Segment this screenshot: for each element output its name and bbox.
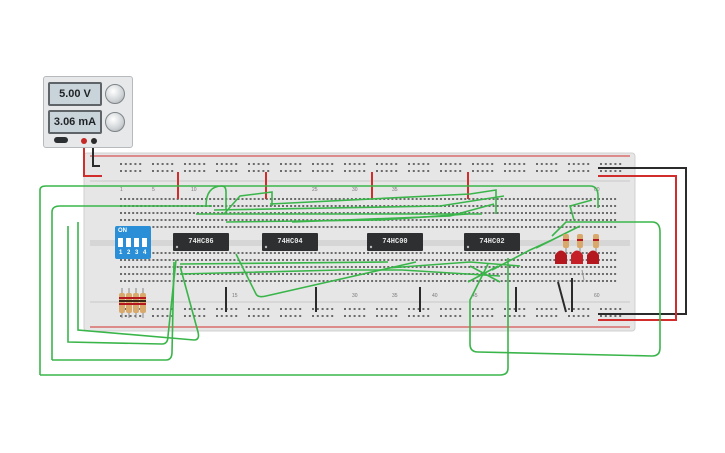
led-2 (571, 250, 583, 264)
power-switch[interactable] (54, 137, 68, 143)
dip-number-1: 1 (119, 250, 123, 256)
chip-74hc00 (367, 233, 423, 251)
col-num-bottom-60: 60 (594, 293, 600, 299)
center-channel (90, 240, 630, 246)
chip-74hc02 (464, 233, 520, 251)
green-wire-top-7 (291, 203, 495, 223)
col-num-top-25: 25 (312, 187, 318, 193)
green-wire-left-3 (67, 226, 177, 345)
power-wire-black[interactable] (92, 142, 100, 167)
green-wire-top-2 (223, 191, 273, 215)
col-num-top-1: 1 (120, 187, 123, 193)
col-num-bottom-40: 40 (432, 293, 438, 299)
chip-label-74hc00: 74HC00 (382, 238, 408, 246)
green-wire-top-1 (205, 185, 599, 208)
green-wire-top-3 (269, 189, 497, 214)
col-num-top-35: 35 (392, 187, 398, 193)
led-3 (587, 250, 599, 264)
green-wires[interactable] (39, 185, 661, 376)
green-wire-outer-loop (39, 185, 227, 375)
negative-terminal[interactable] (91, 138, 97, 144)
col-num-bottom-15: 15 (232, 293, 238, 299)
resistor-bank-left[interactable] (119, 288, 146, 318)
power-supply[interactable]: 5.00 V 3.06 mA (43, 76, 133, 148)
green-wire-left-2 (51, 205, 212, 360)
green-wire-left-2b (52, 261, 175, 361)
dip-number-3: 3 (135, 250, 139, 256)
green-wire-mid-1 (235, 253, 417, 298)
green-wire-left-4 (77, 222, 200, 341)
current-display: 3.06 mA (48, 110, 102, 134)
dip-number-4: 4 (143, 250, 147, 256)
ic-chips[interactable] (173, 233, 520, 251)
green-wire-top-4 (213, 195, 505, 211)
rail-wire-red-right[interactable] (598, 175, 677, 321)
col-num-top-30: 30 (352, 187, 358, 193)
current-knob[interactable] (105, 112, 125, 132)
col-num-top-10: 10 (191, 187, 197, 193)
green-wire-right-4 (491, 239, 553, 271)
green-wire-mid-2 (179, 261, 389, 265)
chip-74hc86 (173, 233, 229, 251)
rail-wire-black-right[interactable] (598, 167, 687, 315)
dip-switch[interactable] (115, 226, 151, 259)
voltage-display: 5.00 V (48, 82, 102, 106)
chip-74hc04 (262, 233, 318, 251)
dip-number-2: 2 (127, 250, 131, 256)
col-num-bottom-35: 35 (392, 293, 398, 299)
green-wire-mid-3 (179, 269, 501, 277)
col-num-bottom-30: 30 (352, 293, 358, 299)
chip-label-74hc04: 74HC04 (277, 238, 303, 246)
chip-label-74hc02: 74HC02 (479, 238, 505, 246)
chip-label-74hc86: 74HC86 (188, 238, 214, 246)
voltage-knob[interactable] (105, 84, 125, 104)
green-wire-mid-5 (469, 265, 501, 283)
green-wire-bottom-loop (40, 258, 509, 376)
led-1 (555, 250, 567, 264)
col-num-bottom-45: 45 (472, 293, 478, 299)
power-wire-red[interactable] (83, 142, 102, 177)
positive-terminal[interactable] (81, 138, 87, 144)
col-num-top-5: 5 (152, 187, 155, 193)
dip-on-label: ON (118, 228, 127, 234)
led-cluster[interactable] (555, 234, 599, 313)
green-wire-right-3 (569, 199, 593, 221)
green-wire-right-1 (469, 221, 661, 357)
